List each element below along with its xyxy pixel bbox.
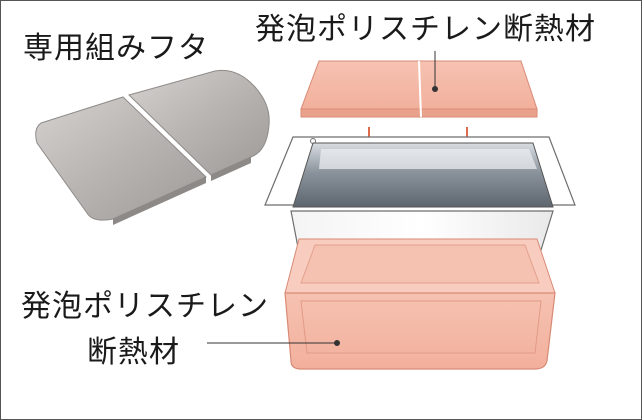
insulation-bottom-label-line2: 断熱材 [87, 335, 180, 370]
insulation-bottom-label-line1: 発泡ポリスチレン [21, 289, 269, 324]
lid-panel-right [128, 69, 270, 176]
insulation-board-top [300, 60, 538, 118]
insulation-top-label: 発泡ポリスチレン断熱材 [255, 12, 596, 47]
insulation-box-bottom [284, 238, 556, 370]
lid-panel-left [35, 96, 207, 221]
lid-panels [35, 69, 270, 225]
bathtub [264, 136, 576, 264]
lid-label: 専用組みフタ [23, 31, 209, 66]
